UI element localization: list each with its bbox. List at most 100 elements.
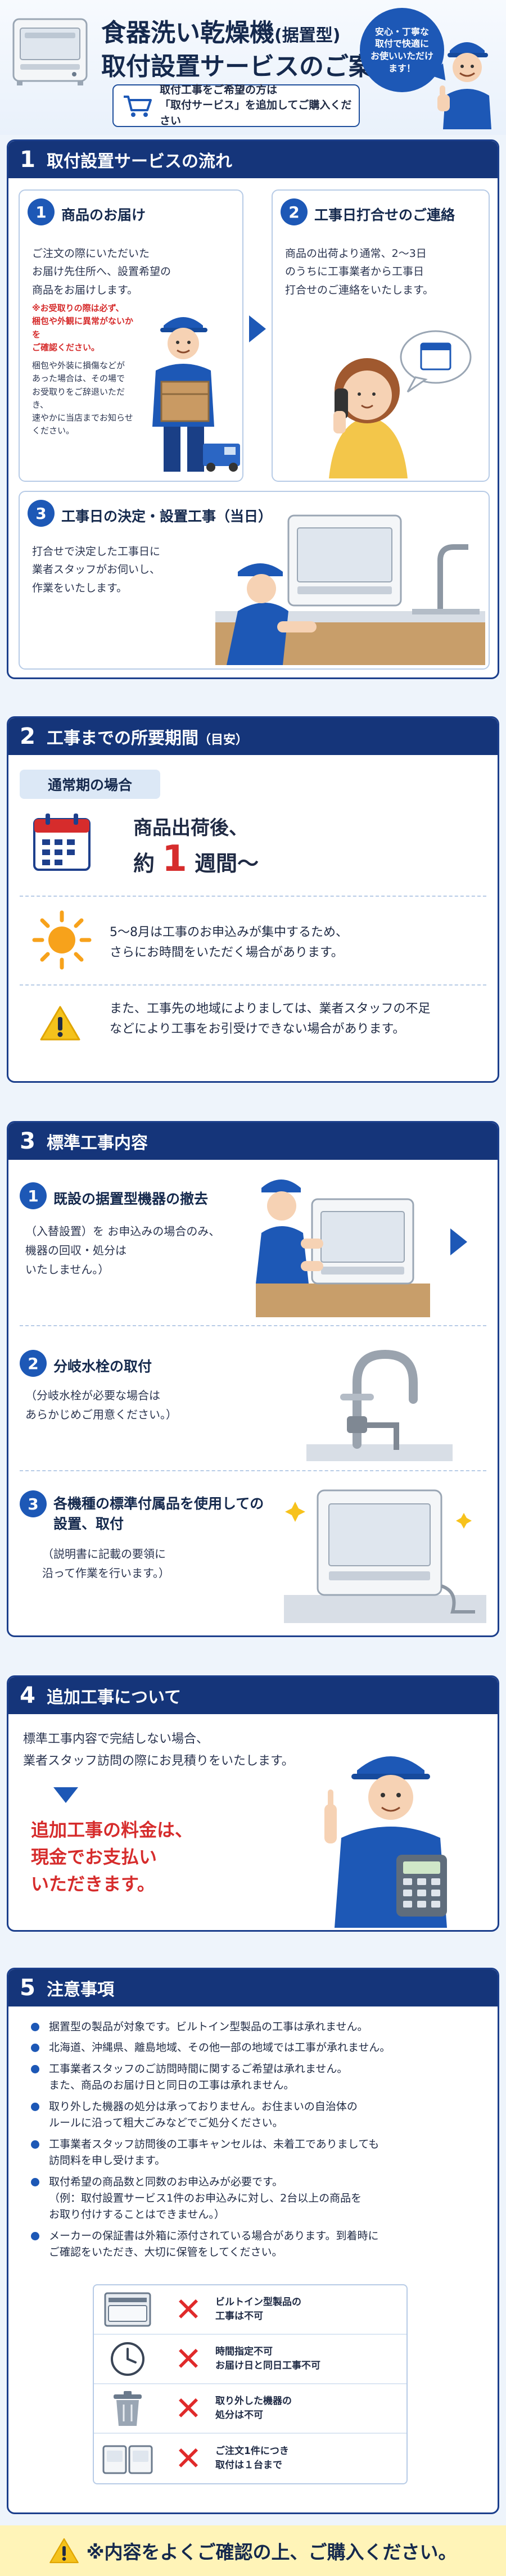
step-number: 1 <box>28 198 55 225</box>
section-lead-time: 2 工事までの所要期間（目安） 通常期の場合 商品出荷後、 約 1 週間〜 <box>7 716 499 1083</box>
step-card-schedule-call: 2 工事日打合せのご連絡 商品の出荷より通常、2〜3日 のうちに工事業者から工事… <box>272 189 490 482</box>
not-allowed-row: ✕ 取り外した機器の 処分は不可 <box>94 2384 406 2434</box>
work-item-removal: 1 既設の据置型機器の撤去 （入替設置）を お申込みの場合のみ、 機器の回収・処… <box>8 1160 498 1323</box>
dishwasher-product-illustration <box>12 18 88 85</box>
not-allowed-row: ✕ ビルトイン型製品の 工事は不可 <box>94 2285 406 2335</box>
divider <box>20 1325 486 1326</box>
additional-fee-note: 追加工事の料金は、 現金でお支払い いただきます。 <box>31 1819 193 1895</box>
warning-icon <box>49 2538 79 2564</box>
header-note-text: 取付工事をご希望の方は 「取付サービス」を追加してご購入ください <box>160 83 352 127</box>
section-additional-work: 4 追加工事について 標準工事内容で完結しない場合、 業者スタッフ訪問の際にお見… <box>7 1675 499 1932</box>
step-title: 商品のお届け <box>61 207 146 223</box>
note-item: 北海道、沖縄県、離島地域、その他一部の地域では工事が承れません。 <box>29 2040 490 2056</box>
item-number: 1 <box>20 1182 47 1209</box>
work-item-faucet: 2 分岐水栓の取付 （分岐水栓が必要な場合は あらかじめご用意ください。） <box>8 1327 498 1468</box>
lead-time-value: 約 1 週間〜 <box>133 838 259 880</box>
step-title: 工事日打合せのご連絡 <box>314 207 455 223</box>
section-header: 2 工事までの所要期間（目安） <box>8 718 498 755</box>
prohibited-x-icon: ✕ <box>174 2290 202 2329</box>
item-arrow-right <box>450 1228 467 1255</box>
note-item: 工事業者スタッフのご訪問時間に関するご希望は承れません。 また、商品のお届け日と… <box>29 2061 490 2094</box>
branch-faucet-illustration <box>306 1349 453 1461</box>
section-number: 3 <box>20 1128 35 1154</box>
step-title: 工事日の決定・設置工事（当日） <box>61 508 273 525</box>
installed-dishwasher-illustration <box>284 1489 486 1623</box>
lead-time-number: 1 <box>162 838 187 880</box>
woman-on-phone-illustration <box>329 330 472 478</box>
flow-arrow-right <box>249 315 266 342</box>
step-small-note: 梱包や外装に損傷などが あった場合は、その場で お受取りをご辞退いただき、 速や… <box>32 360 133 436</box>
page-title-main: 食器洗い乾燥機(据置型) <box>101 19 341 47</box>
notes-list: 据置型の製品が対象です。ビルトイン型製品の工事は承れません。 北海道、沖縄県、離… <box>29 2019 490 2266</box>
step-card-installation: 3 工事日の決定・設置工事（当日） 打合せで決定した工事日に 業者スタッフがお伺… <box>19 491 490 670</box>
note-item: メーカーの保証書は外箱に添付されている場合があります。到着時に ご確認をいただき… <box>29 2228 490 2261</box>
warning-icon <box>40 1006 80 1041</box>
section-number: 4 <box>20 1683 35 1709</box>
sun-icon <box>32 910 92 970</box>
footer-banner: ※内容をよくご確認の上、ご購入ください。 <box>0 2525 506 2576</box>
note-item: 工事業者スタッフ訪問後の工事キャンセルは、未着工でありましても 訪問料を申し受け… <box>29 2136 490 2170</box>
item-title: 既設の据置型機器の撤去 <box>53 1191 209 1207</box>
section-header: 4 追加工事について <box>8 1677 498 1714</box>
worker-with-calculator-illustration <box>324 1756 447 1928</box>
divider <box>20 984 486 986</box>
section-number: 5 <box>20 1975 35 2001</box>
section-title: 取付設置サービスの流れ <box>47 152 232 171</box>
step-warning: ※お受取りの際は必ず、 梱包や外観に異常がないかを ご確認ください。 <box>32 303 134 352</box>
step-text: 打合せで決定した工事日に 業者スタッフがお伺いし、 作業をいたします。 <box>32 545 161 594</box>
not-allowed-text: ビルトイン型製品の 工事は不可 <box>215 2296 301 2322</box>
prohibited-x-icon: ✕ <box>174 2439 202 2478</box>
dishwasher-units-icon <box>102 2445 153 2474</box>
note-item: 据置型の製品が対象です。ビルトイン型製品の工事は承れません。 <box>29 2019 490 2035</box>
region-caution: また、工事先の地域によりましては、業者スタッフの不足 などにより工事をお引受けで… <box>110 1002 431 1037</box>
item-title: 各機種の標準付属品を使用しての 設置、取付 <box>53 1495 264 1533</box>
item-text: （入替設置）を お申込みの場合のみ、 機器の回収・処分は いたしません。） <box>25 1224 220 1276</box>
not-allowed-text: 時間指定不可 お届け日と同日工事不可 <box>215 2345 320 2372</box>
step-text: ご注文の際にいただいた お届け先住所へ、設置希望の 商品をお届けします。 <box>32 247 171 296</box>
section-title: 工事までの所要期間（目安） <box>47 729 249 748</box>
section-number: 1 <box>20 147 35 173</box>
step-number: 2 <box>281 198 308 225</box>
page-title-sub: 取付設置サービスのご案内 <box>101 52 398 81</box>
item-number: 2 <box>20 1350 47 1377</box>
down-arrow <box>53 1787 78 1803</box>
item-text: （分岐水栓が必要な場合は あらかじめご用意ください。） <box>25 1389 177 1421</box>
trash-can-icon <box>114 2391 142 2426</box>
divider <box>20 896 486 897</box>
shopping-cart-icon <box>124 96 152 117</box>
step-number: 3 <box>28 500 55 527</box>
note-item: 取り外した機器の処分は承っておりません。お住まいの自治体の ルールに沿って粗大ご… <box>29 2099 490 2132</box>
section-title: 注意事項 <box>47 1980 114 2000</box>
header: 食器洗い乾燥機(据置型) 取付設置サービスのご案内 取付工事をご希望の方は 「取… <box>0 0 506 135</box>
section-standard-work: 3 標準工事内容 1 既設の据置型機器の撤去 （入替設置）を お申込みの場合のみ… <box>7 1121 499 1637</box>
section-flow: 1 取付設置サービスの流れ 1 商品のお届け ご注文の際にいただいた お届け先住… <box>7 139 499 679</box>
section-number: 2 <box>20 724 35 749</box>
divider <box>20 1470 486 1471</box>
clock-icon <box>111 2342 144 2376</box>
not-allowed-text: ご注文1件につき 取付は１台まで <box>215 2445 289 2471</box>
not-allowed-row: ✕ 時間指定不可 お届け日と同日工事不可 <box>94 2335 406 2384</box>
step-text: 商品の出荷より通常、2〜3日 のうちに工事業者から工事日 打合せのご連絡をいたし… <box>285 247 434 296</box>
section-notes: 5 注意事項 据置型の製品が対象です。ビルトイン型製品の工事は承れません。 北海… <box>7 1968 499 2514</box>
normal-period-tag: 通常期の場合 <box>20 770 160 799</box>
footer-text: ※内容をよくご確認の上、ご購入ください。 <box>86 2541 457 2563</box>
item-number: 3 <box>20 1490 47 1517</box>
section-title: 標準工事内容 <box>47 1133 148 1153</box>
not-allowed-text: 取り外した機器の 処分は不可 <box>215 2395 292 2421</box>
prohibited-x-icon: ✕ <box>174 2389 202 2428</box>
speech-bubble: 安心・丁寧な 取付で快適に お使いいただけ ます！ <box>360 8 444 92</box>
note-item: 取付希望の商品数と同数のお申込みが必要です。 （例：取付設置サービス1件のお申込… <box>29 2174 490 2224</box>
prohibited-x-icon: ✕ <box>174 2340 202 2378</box>
not-allowed-table: ✕ ビルトイン型製品の 工事は不可 ✕ 時間指定不可 お届け日と同日工事不可 <box>93 2284 408 2484</box>
delivery-worker-illustration <box>152 317 240 472</box>
item-text: （説明書に記載の要領に 沿って作業を行います。） <box>42 1547 170 1580</box>
work-item-install-accessories: 3 各機種の標準付属品を使用しての 設置、取付 （説明書に記載の要領に 沿って作… <box>8 1474 498 1635</box>
worker-removing-unit-illustration <box>256 1179 430 1317</box>
calendar-icon <box>33 814 91 871</box>
section-header: 3 標準工事内容 <box>8 1123 498 1160</box>
installation-worker-illustration <box>215 514 485 665</box>
item-title: 分岐水栓の取付 <box>53 1358 152 1375</box>
season-note: 5〜8月は工事のお申込みが集中するため、 さらにお時間をいただく場合があります。 <box>110 925 348 960</box>
section-title: 追加工事について <box>47 1688 182 1707</box>
